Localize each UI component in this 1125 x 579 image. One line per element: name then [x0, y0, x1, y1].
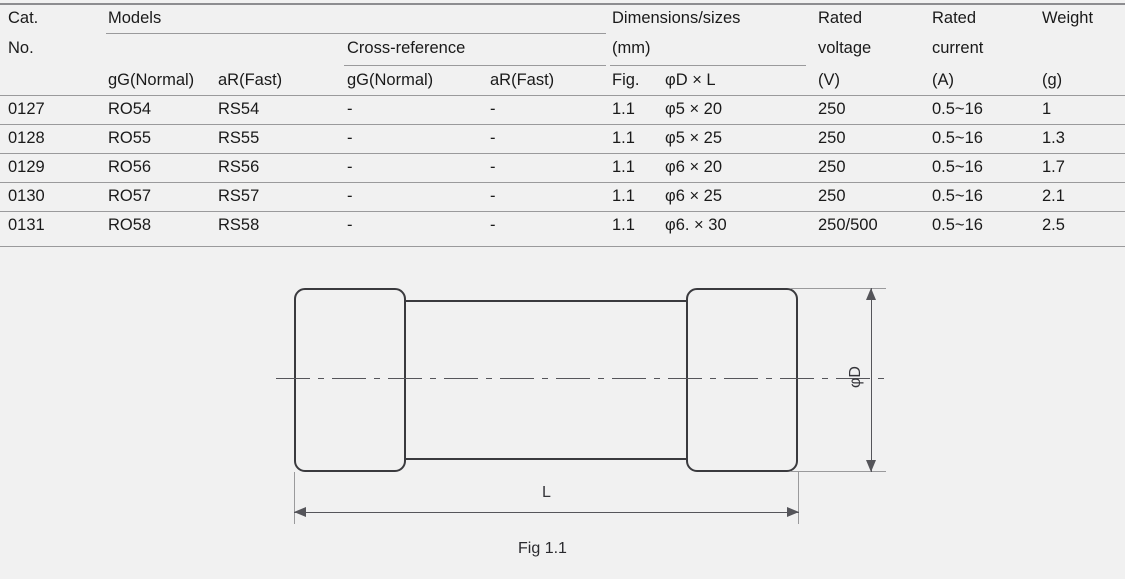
- cell-rated-voltage: 250: [818, 100, 846, 118]
- cell-xref-ar: -: [490, 100, 496, 118]
- cell-fig: 1.1: [612, 158, 635, 176]
- cell-xref-gg: -: [347, 129, 353, 147]
- cell-models-ar: RS57: [218, 187, 260, 205]
- row-separator: [0, 182, 1125, 183]
- header-rated-voltage-line1: Rated: [818, 9, 863, 27]
- header-rated-voltage-line2: voltage: [818, 39, 872, 57]
- cross-reference-underline: [344, 65, 606, 66]
- header-rated-current-unit: (A): [932, 71, 954, 89]
- cell-weight: 2.5: [1042, 216, 1065, 234]
- header-bottom-rule: [0, 95, 1125, 96]
- cell-weight: 1: [1042, 100, 1052, 118]
- cell-cat-no: 0131: [8, 216, 45, 234]
- extension-line-right: [798, 472, 799, 524]
- cell-rated-voltage: 250: [818, 158, 846, 176]
- fuse-dimension-drawing: L φD Fig 1.1: [0, 262, 1125, 579]
- cell-rated-voltage: 250: [818, 129, 846, 147]
- table-bottom-rule: [0, 246, 1125, 247]
- cell-models-gg: RO57: [108, 187, 152, 205]
- cell-rated-current: 0.5~16: [932, 187, 983, 205]
- header-cat-no-line1: Cat.: [8, 9, 39, 27]
- header-models: Models: [108, 9, 162, 27]
- diameter-dimension-line: [871, 288, 872, 472]
- header-rated-current-line1: Rated: [932, 9, 977, 27]
- cell-cat-no: 0128: [8, 129, 45, 147]
- header-xref-ar: aR(Fast): [490, 71, 555, 89]
- header-dimensions-line2: (mm): [612, 39, 651, 57]
- arrow-left-icon: [294, 507, 306, 517]
- header-cross-reference: Cross-reference: [347, 39, 466, 57]
- length-dimension-label: L: [542, 484, 551, 501]
- arrow-up-icon: [866, 288, 876, 300]
- cell-xref-ar: -: [490, 187, 496, 205]
- cell-xref-gg: -: [347, 187, 353, 205]
- cell-models-gg: RO56: [108, 158, 152, 176]
- cell-models-ar: RS54: [218, 100, 260, 118]
- figure-caption-text: Fig 1.1: [518, 540, 567, 557]
- cell-models-ar: RS55: [218, 129, 260, 147]
- cell-weight: 1.7: [1042, 158, 1065, 176]
- cell-dimensions: φ5 × 20: [665, 100, 723, 118]
- header-fig: Fig.: [612, 71, 640, 89]
- fuse-end-cap-left: [294, 288, 406, 472]
- cell-xref-ar: -: [490, 129, 496, 147]
- cell-models-gg: RO54: [108, 100, 152, 118]
- extension-line-left: [294, 472, 295, 524]
- length-dimension-line: [294, 512, 799, 513]
- cell-weight: 1.3: [1042, 129, 1065, 147]
- cell-rated-voltage: 250: [818, 187, 846, 205]
- diameter-dimension-label: φD: [847, 366, 864, 388]
- table-top-border: [0, 3, 1125, 5]
- cell-rated-current: 0.5~16: [932, 100, 983, 118]
- cell-fig: 1.1: [612, 216, 635, 234]
- extension-line-bottom: [790, 471, 886, 472]
- cell-xref-ar: -: [490, 216, 496, 234]
- header-rated-voltage-unit: (V): [818, 71, 840, 89]
- cell-weight: 2.1: [1042, 187, 1065, 205]
- cell-cat-no: 0129: [8, 158, 45, 176]
- cell-rated-current: 0.5~16: [932, 158, 983, 176]
- header-weight-unit: (g): [1042, 71, 1063, 89]
- arrow-down-icon: [866, 460, 876, 472]
- fuse-end-cap-right: [686, 288, 798, 472]
- dimensions-underline: [610, 65, 806, 66]
- row-separator: [0, 211, 1125, 212]
- extension-line-top: [790, 288, 886, 289]
- cell-rated-current: 0.5~16: [932, 216, 983, 234]
- cell-models-ar: RS58: [218, 216, 260, 234]
- header-models-ar: aR(Fast): [218, 71, 283, 89]
- cell-models-gg: RO58: [108, 216, 152, 234]
- cell-models-ar: RS56: [218, 158, 260, 176]
- cell-fig: 1.1: [612, 187, 635, 205]
- cell-rated-voltage: 250/500: [818, 216, 878, 234]
- cell-cat-no: 0127: [8, 100, 45, 118]
- cell-xref-gg: -: [347, 158, 353, 176]
- row-separator: [0, 153, 1125, 154]
- cell-rated-current: 0.5~16: [932, 129, 983, 147]
- cell-models-gg: RO55: [108, 129, 152, 147]
- cell-xref-ar: -: [490, 158, 496, 176]
- header-models-gg: gG(Normal): [108, 71, 195, 89]
- cell-dimensions: φ5 × 25: [665, 129, 723, 147]
- header-rated-current-line2: current: [932, 39, 984, 57]
- cell-dimensions: φ6. × 30: [665, 216, 727, 234]
- header-dimensions-line1: Dimensions/sizes: [612, 9, 741, 27]
- fuse-body-tube: [404, 300, 688, 460]
- cell-xref-gg: -: [347, 100, 353, 118]
- cell-fig: 1.1: [612, 129, 635, 147]
- header-diameter-x-length: φD × L: [665, 71, 716, 89]
- cell-dimensions: φ6 × 25: [665, 187, 723, 205]
- row-separator: [0, 124, 1125, 125]
- header-cat-no-line2: No.: [8, 39, 34, 57]
- cell-cat-no: 0130: [8, 187, 45, 205]
- cell-fig: 1.1: [612, 100, 635, 118]
- cell-xref-gg: -: [347, 216, 353, 234]
- models-group-underline: [106, 33, 606, 34]
- arrow-right-icon: [787, 507, 799, 517]
- cell-dimensions: φ6 × 20: [665, 158, 723, 176]
- header-xref-gg: gG(Normal): [347, 71, 434, 89]
- figure-caption: Fig 1.1: [0, 540, 1125, 558]
- center-axis-line: [276, 378, 886, 379]
- header-weight: Weight: [1042, 9, 1094, 27]
